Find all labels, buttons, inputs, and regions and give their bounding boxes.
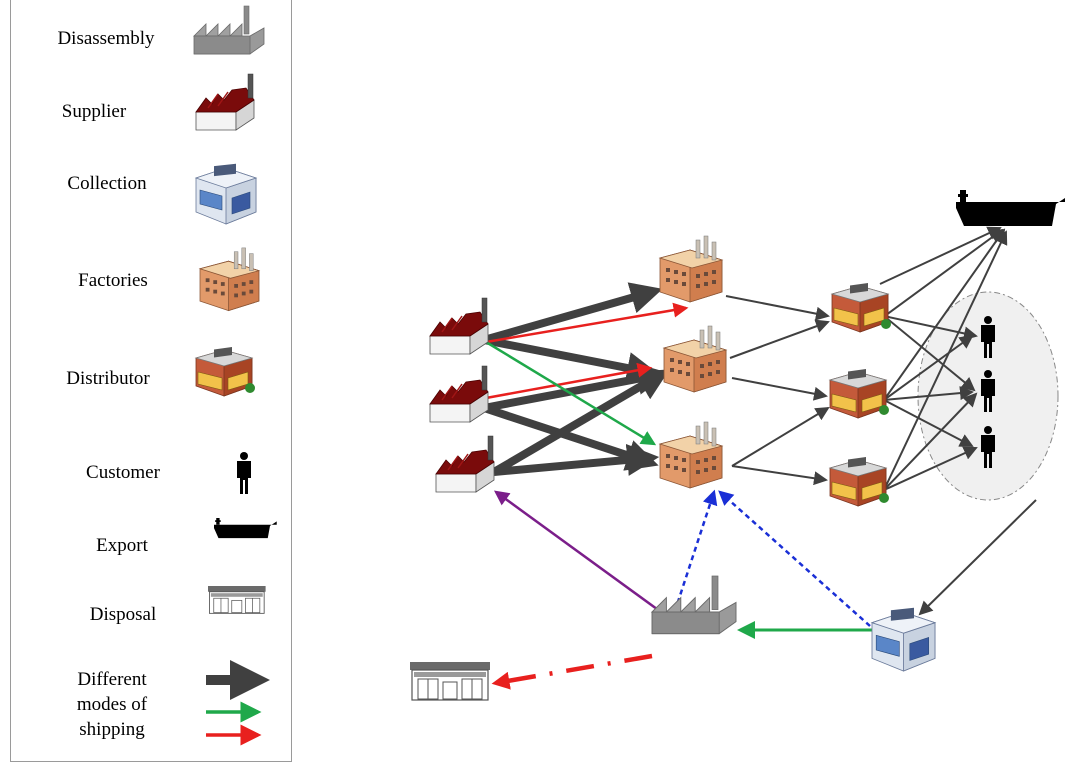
supplier-legend-icon <box>195 73 255 131</box>
heavy-arrows <box>482 282 670 476</box>
supplier-node-3 <box>435 435 495 493</box>
collection-node <box>871 607 936 672</box>
distributor-node-3 <box>829 456 890 507</box>
legend-label-customer: Customer <box>46 446 200 500</box>
disassembly-legend-icon <box>193 5 265 55</box>
blue-dashed-arrow-2 <box>718 490 871 627</box>
ship-legend-icon <box>214 518 277 539</box>
disposal-legend-icon <box>207 585 267 614</box>
collection-legend-icon <box>195 163 257 225</box>
blue-dashed-arrow-1 <box>670 489 718 621</box>
legend-label-collection: Collection <box>28 158 186 210</box>
distributor-node-2 <box>829 368 890 419</box>
purple-arrow <box>493 490 673 622</box>
supplier-node-2 <box>429 365 489 423</box>
export-ship-node <box>956 190 1065 226</box>
thin-arrows-factories <box>725 295 830 486</box>
legend-label-factories: Factories <box>36 254 190 308</box>
distributor-legend-icon <box>195 346 256 397</box>
legend-label-export: Export <box>44 520 200 572</box>
disposal-node <box>409 661 491 701</box>
red-dashdot-arrow <box>491 653 653 690</box>
disassembly-node <box>651 575 737 635</box>
red-arrow-2 <box>485 362 653 400</box>
factory-node-1 <box>659 235 723 303</box>
legend-label-disassembly: Disassembly <box>22 14 190 64</box>
customer-legend-icon <box>237 452 251 494</box>
legend-label-shipping-modes: Different modes of shipping <box>24 656 200 752</box>
green-arrow-1 <box>485 340 657 446</box>
red-arrow-1 <box>485 302 689 344</box>
distributor-node-1 <box>831 282 892 333</box>
legend-label-distributor: Distributor <box>30 352 186 406</box>
legend-label-supplier: Supplier <box>28 86 160 138</box>
thin-arrows-distributors <box>879 226 1037 616</box>
factory-node-2 <box>663 325 727 393</box>
factory-legend-icon <box>199 247 260 312</box>
factory-node-3 <box>659 421 723 489</box>
supplier-node-1 <box>429 297 489 355</box>
legend-label-disposal: Disposal <box>46 588 200 642</box>
